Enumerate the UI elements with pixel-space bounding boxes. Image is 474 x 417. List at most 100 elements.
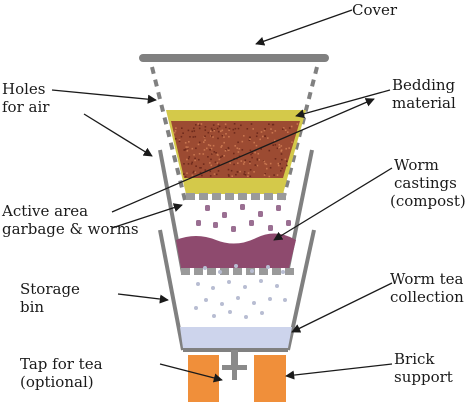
speckle — [234, 127, 237, 130]
speckle — [247, 175, 249, 178]
speckle — [228, 135, 230, 138]
speckle — [233, 132, 236, 134]
brick-right — [254, 355, 286, 402]
label-brick-line2: support — [394, 368, 453, 386]
cover — [139, 54, 329, 62]
speckle — [198, 124, 201, 126]
label-bedding-material: Bedding material — [392, 76, 456, 112]
label-holes-line1: Holes — [2, 80, 46, 98]
speckle — [276, 174, 279, 176]
speckle — [256, 132, 259, 134]
speckle — [251, 156, 253, 159]
speckle — [210, 130, 212, 132]
label-cover-text: Cover — [352, 1, 398, 19]
speckle — [198, 153, 201, 155]
speckle — [182, 132, 184, 134]
label-brick-support: Brick support — [394, 350, 453, 386]
speckle — [215, 173, 218, 176]
speckle — [214, 161, 217, 163]
speckle — [223, 141, 225, 144]
floor-segment — [277, 193, 286, 200]
speckle — [184, 175, 187, 178]
castings-dot — [222, 212, 227, 218]
holes-arrow-top — [51, 89, 157, 104]
speckle — [255, 135, 258, 138]
floor-segment — [264, 193, 273, 200]
speckle — [199, 171, 202, 174]
tea-dot — [194, 306, 198, 310]
speckle — [215, 152, 217, 154]
speckle — [187, 146, 189, 148]
speckle — [268, 123, 270, 125]
label-tap-line2: (optional) — [20, 373, 94, 391]
speckle — [221, 145, 223, 147]
speckle — [250, 153, 252, 156]
speckle — [233, 123, 236, 125]
speckle — [290, 125, 293, 128]
speckle — [198, 141, 201, 144]
speckle — [269, 167, 272, 169]
speckle — [210, 147, 213, 150]
speckle — [280, 150, 283, 152]
label-active-line2: garbage & worms — [2, 220, 139, 238]
storage-arrow — [117, 293, 169, 304]
speckle — [209, 148, 211, 151]
speckle — [223, 136, 225, 138]
speckle — [282, 128, 284, 130]
speckle — [210, 127, 213, 130]
label-bedding-line1: Bedding — [392, 76, 456, 94]
speckle — [268, 149, 271, 152]
speckle — [217, 123, 220, 125]
speckle — [234, 145, 236, 147]
speckle — [262, 135, 264, 138]
speckle — [213, 129, 216, 131]
tea-dot — [260, 311, 264, 315]
speckle — [197, 143, 200, 146]
speckle — [266, 167, 268, 170]
speckle — [244, 174, 247, 176]
floor-segment — [194, 268, 203, 275]
speckle — [217, 170, 220, 172]
speckle — [220, 146, 222, 148]
speckle — [213, 129, 216, 132]
speckle — [220, 156, 222, 158]
speckle — [194, 157, 196, 160]
speckle — [281, 167, 283, 170]
speckle — [186, 158, 188, 161]
tea-dot — [204, 298, 208, 302]
label-tap-for-tea: Tap for tea (optional) — [20, 355, 103, 391]
floor-segment — [199, 193, 208, 200]
speckle — [191, 174, 194, 177]
leader-arrows — [51, 9, 393, 383]
speckle — [187, 157, 190, 160]
speckle — [180, 135, 183, 138]
speckle — [263, 174, 266, 176]
speckle — [249, 169, 252, 171]
speckle — [246, 128, 249, 130]
speckle — [278, 146, 281, 149]
speckle — [213, 173, 216, 175]
speckle — [284, 129, 287, 131]
speckle — [277, 162, 280, 165]
label-active-area: Active area garbage & worms — [2, 202, 139, 238]
floor-segment — [220, 268, 229, 275]
speckle — [209, 162, 211, 164]
speckle — [233, 163, 235, 166]
speckle — [194, 171, 197, 174]
floor-segment — [272, 268, 281, 275]
speckle — [257, 152, 260, 155]
speckle — [253, 171, 255, 173]
speckle — [216, 127, 219, 130]
cover-arrow — [255, 9, 353, 46]
floor-segment — [207, 268, 216, 275]
speckle — [232, 128, 235, 131]
label-tap-line1: Tap for tea — [20, 355, 103, 373]
speckle — [274, 158, 277, 160]
label-tea-line1: Worm tea — [390, 270, 464, 288]
speckle — [249, 175, 252, 178]
speckle — [173, 131, 176, 134]
speckle — [281, 158, 283, 161]
garbage-layer — [171, 121, 300, 178]
speckle — [243, 171, 246, 173]
speckle — [191, 147, 194, 150]
